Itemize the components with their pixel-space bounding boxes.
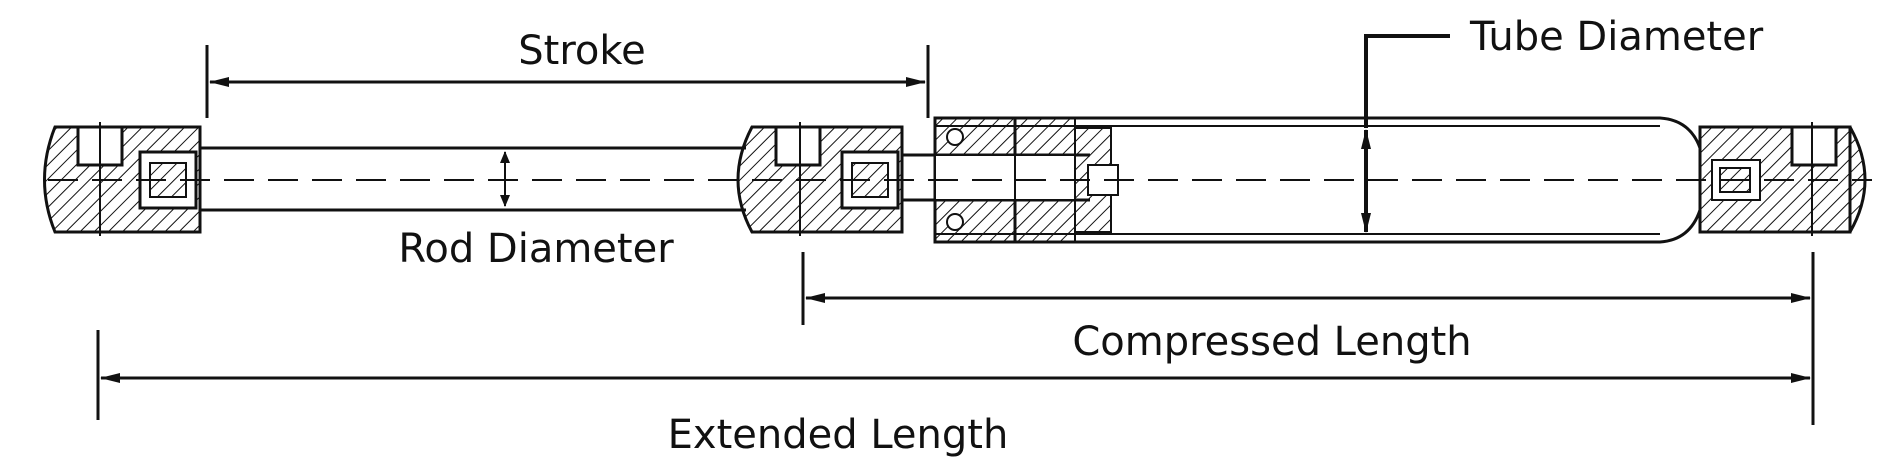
extended-length-dimension	[96, 330, 1811, 420]
piston-rod	[200, 146, 746, 212]
compressed-length-dimension	[801, 252, 1815, 425]
cylinder-tube	[933, 116, 1702, 244]
extended-length-label: Extended Length	[668, 412, 1009, 458]
tube-diameter-label: Tube Diameter	[1469, 14, 1764, 60]
stroke-label: Stroke	[518, 28, 645, 74]
compressed-length-label: Compressed Length	[1072, 319, 1471, 365]
tube-diameter-dimension	[1361, 34, 1450, 233]
stroke-dimension	[205, 45, 930, 118]
rod-diameter-label: Rod Diameter	[398, 226, 674, 272]
